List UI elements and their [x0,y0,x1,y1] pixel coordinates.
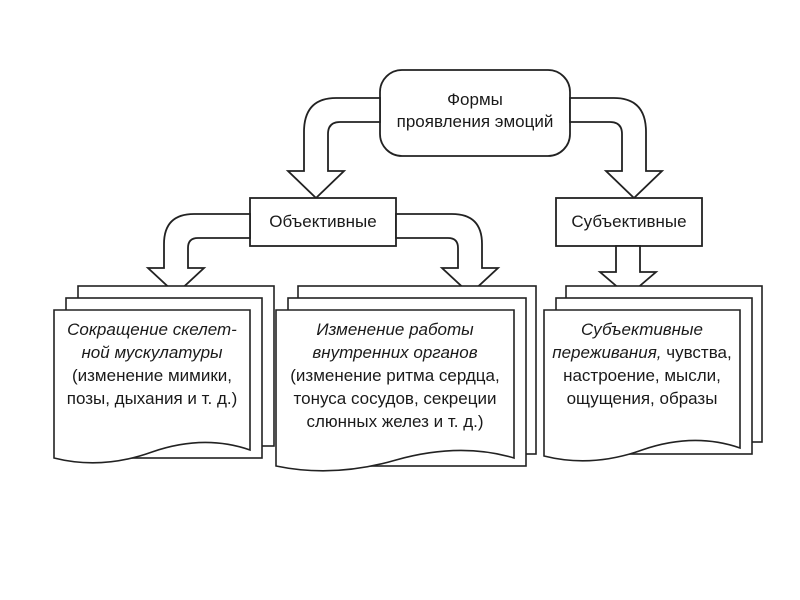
doc-organs-italic-2: внутренних органов [312,343,478,362]
doc-feelings-text: Субъективные переживания, чувства, настр… [544,318,740,410]
doc-organs-normal-2: тонуса сосудов, секреции [293,389,497,408]
arrow-subjective-to-feelings [597,245,659,298]
arrow-objective-to-organs [395,213,501,296]
doc-muscle-italic-1: Сокращение скелет- [67,320,237,339]
doc-muscle-normal-2: позы, дыхания и т. д.) [66,389,238,408]
doc-feelings-normal-1: настроение, мысли, [563,366,721,385]
root-label-line1: Формы [447,90,503,109]
subjective-box [555,197,703,247]
doc-feelings-mixed-italic: переживания, [552,343,662,362]
objective-label: Объективные [269,212,377,231]
doc-muscle-normal-1: (изменение мимики, [71,366,233,385]
doc-feelings-italic-1: Субъективные [581,320,703,339]
doc-stack-organs [275,285,537,472]
root-label: Формы проявления эмоций [380,89,570,133]
doc-stack-muscle [53,285,275,464]
doc-feelings-mixed-normal: чувства, [661,343,732,362]
doc-feelings-mixed-line: переживания, чувства, [544,341,740,364]
root-label-line2: проявления эмоций [396,112,554,131]
doc-organs-normal-3: слюнных желез и т. д.) [306,412,484,431]
doc-feelings-normal-2: ощущения, образы [566,389,718,408]
arrow-objective-to-muscle [145,213,251,296]
doc-muscle-text: Сокращение скелет- ной мускулатуры (изме… [54,318,250,410]
doc-organs-text: Изменение работы внутренних органов (изм… [276,318,514,433]
subjective-label: Субъективные [571,212,687,231]
objective-box [249,197,397,247]
arrow-root-to-objective [285,97,381,200]
doc-stack-feelings [543,285,763,462]
arrow-root-to-subjective [569,97,665,200]
doc-muscle-italic-2: ной мускулатуры [81,343,223,362]
doc-organs-italic-1: Изменение работы [316,320,474,339]
doc-organs-normal-1: (изменение ритма сердца, [290,366,500,385]
